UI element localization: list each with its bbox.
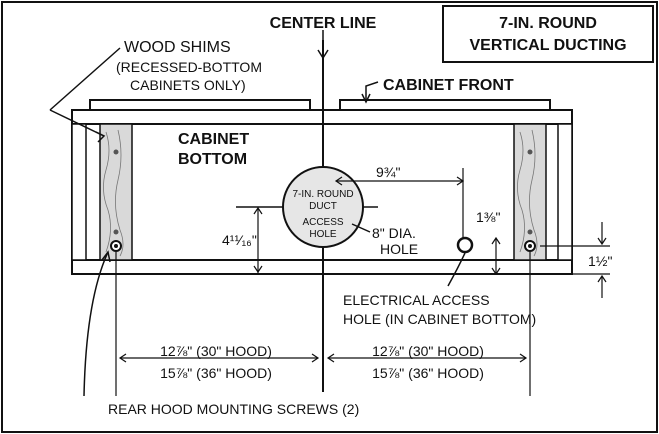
cabinet-right-rail — [557, 123, 573, 261]
wood-shims-note-2: CABINETS ONLY) — [130, 77, 246, 93]
wood-shims-label: WOOD SHIMS — [124, 39, 231, 56]
dim-hole-from-front: 4¹¹⁄₁₆" — [222, 232, 257, 248]
electrical-label-2: HOLE (IN CABINET BOTTOM) — [343, 311, 536, 327]
dim-right-36: 15⅞" (36" HOOD) — [372, 365, 484, 381]
cabinet-top-bump-right — [339, 99, 551, 111]
cabinet-top-bump-left — [89, 99, 311, 111]
shims-leader-2 — [49, 109, 105, 137]
shims-leader-1 — [49, 47, 121, 111]
dim-left-36: 15⅞" (36" HOOD) — [160, 365, 272, 381]
duct-hole-label-4: HOLE — [309, 229, 337, 240]
duct-hole-label-1: 7-IN. ROUND — [292, 189, 353, 200]
title-box — [442, 5, 654, 63]
wood-shim-left — [99, 123, 133, 261]
cabinet-left-rail — [71, 123, 87, 261]
cabinet-bottom-label-1: CABINET — [178, 131, 249, 148]
dia-leader — [351, 223, 371, 233]
rear-screw-leader-left — [83, 251, 109, 397]
rear-screws-label: REAR HOOD MOUNTING SCREWS (2) — [108, 401, 359, 417]
electrical-label-1: ELECTRICAL ACCESS — [343, 292, 490, 308]
title-line-1: 7-IN. ROUND — [499, 15, 597, 32]
duct-hole-label-2: DUCT — [309, 201, 337, 212]
duct-hole-label-3: ACCESS — [302, 217, 343, 228]
electrical-leader — [447, 252, 466, 287]
electrical-access-hole — [456, 236, 474, 254]
cabinet-bottom-label-2: BOTTOM — [178, 151, 247, 168]
dim-left-30: 12⅞" (30" HOOD) — [160, 343, 272, 359]
dim-center-to-electrical: 9¾" — [376, 164, 400, 180]
dia-label-2: HOLE — [380, 241, 418, 257]
dim-screw-height: 1½" — [588, 253, 612, 269]
dim-electrical-height: 1⅜" — [476, 209, 500, 225]
title-line-2: VERTICAL DUCTING — [469, 37, 626, 54]
dim-right-30: 12⅞" (30" HOOD) — [372, 343, 484, 359]
wood-shims-note-1: (RECESSED-BOTTOM — [116, 59, 262, 75]
wood-shim-right — [513, 123, 547, 261]
cabinet-front-label: CABINET FRONT — [383, 77, 514, 94]
center-line-label: CENTER LINE — [270, 15, 377, 32]
dia-label-1: 8" DIA. — [372, 225, 416, 241]
center-line-arrow — [317, 30, 329, 60]
